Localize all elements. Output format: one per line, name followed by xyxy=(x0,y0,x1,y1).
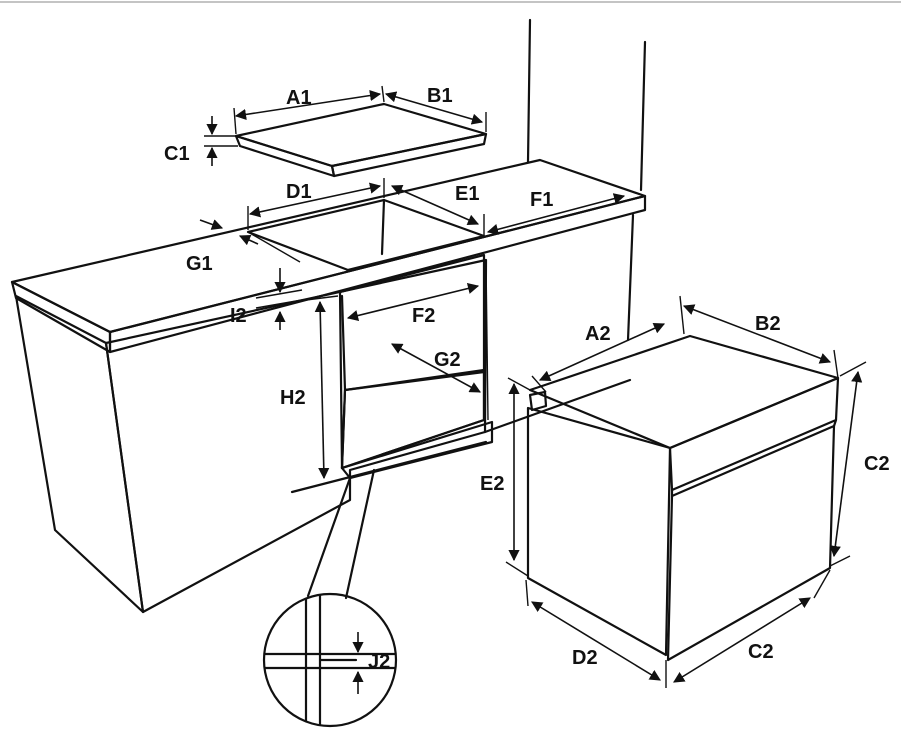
label-d2: D2 xyxy=(572,647,598,669)
label-b2: B2 xyxy=(755,313,781,335)
label-e2: E2 xyxy=(480,473,504,495)
label-i2: I2 xyxy=(230,305,247,327)
label-e1: E1 xyxy=(455,183,479,205)
label-c1: C1 xyxy=(164,143,190,165)
label-g1: G1 xyxy=(186,253,213,275)
labels: A1 B1 C1 D1 E1 F1 G1 I2 F2 G2 H2 J2 A2 B… xyxy=(164,85,890,673)
label-j2: J2 xyxy=(368,651,390,673)
label-b1: B1 xyxy=(427,85,453,107)
dimension-lines xyxy=(199,85,867,694)
label-h2: H2 xyxy=(280,387,306,409)
hob xyxy=(234,102,488,178)
label-c2-bottom: C2 xyxy=(748,641,774,663)
detail-circle xyxy=(262,468,398,728)
label-f1: F1 xyxy=(530,189,553,211)
label-f2: F2 xyxy=(412,305,435,327)
label-a2: A2 xyxy=(585,323,611,345)
label-g2: G2 xyxy=(434,349,461,371)
label-a1: A1 xyxy=(286,87,312,109)
wall xyxy=(526,18,647,342)
label-c2-side: C2 xyxy=(864,453,890,475)
label-d1: D1 xyxy=(286,181,312,203)
oven xyxy=(526,334,840,662)
